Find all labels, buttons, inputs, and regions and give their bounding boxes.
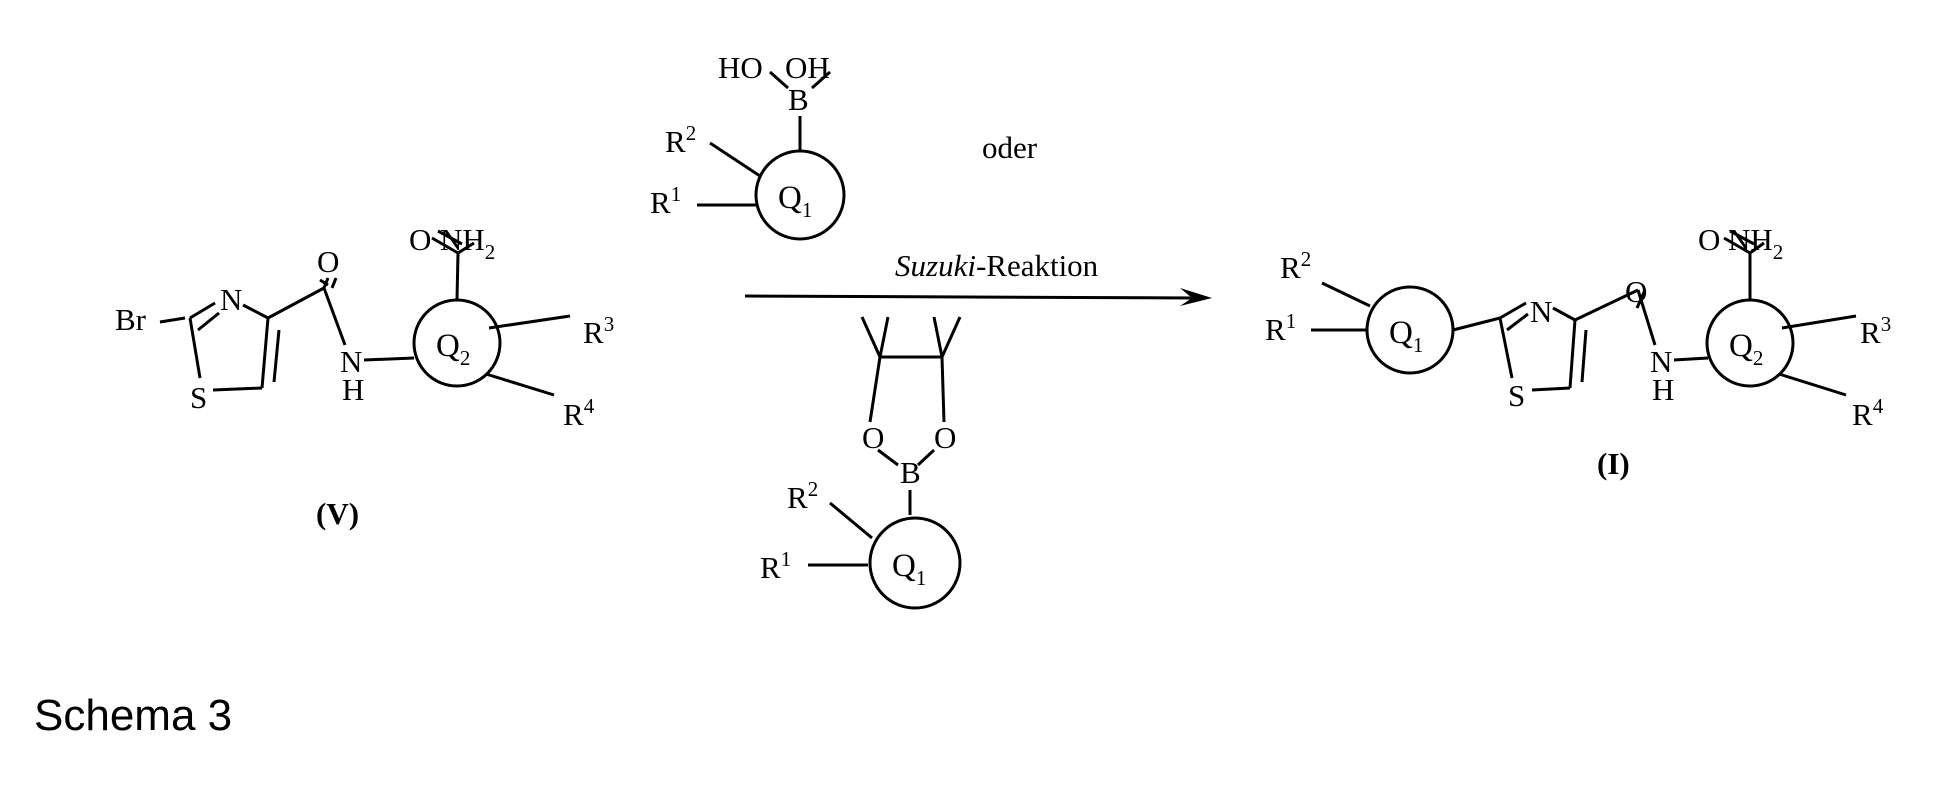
pinacol-oxygen-left: O <box>862 420 884 455</box>
boronic-acid-r2: R2 <box>665 121 696 159</box>
pinacol-boron: B <box>900 455 921 490</box>
boronic-acid-r1: R1 <box>650 182 681 220</box>
bromine-atom: Br <box>115 302 147 337</box>
pinacol-boronate-reagent: O O B R2 R1 Q1 <box>760 317 960 608</box>
product-amide-hydrogen: H <box>1652 372 1674 407</box>
product-r3: R3 <box>1860 312 1891 350</box>
reaction-name: Suzuki-Reaktion <box>895 248 1099 283</box>
boronic-acid-boron: B <box>788 82 809 117</box>
product-thiazole-sulfur: S <box>1508 378 1525 413</box>
scheme-caption: Schema 3 <box>34 691 232 740</box>
thiazole-nitrogen: N <box>220 282 242 317</box>
product-q1-label: Q1 <box>1389 315 1423 357</box>
q2-ring-label: Q2 <box>436 328 470 370</box>
boronic-acid-reagent: HO OH B R2 R1 Q1 <box>650 50 844 239</box>
carbonyl-oxygen: O <box>317 244 339 279</box>
carboxamide-oxygen: O <box>409 222 431 257</box>
compound-v-label: (V) <box>316 496 359 531</box>
reaction-arrow: Suzuki-Reaktion <box>745 248 1212 306</box>
thiazole-sulfur: S <box>190 380 207 415</box>
boronic-acid-q1-label: Q1 <box>778 180 812 222</box>
product-carboxamide-oxygen: O <box>1698 222 1720 257</box>
pinacol-q1-label: Q1 <box>892 548 926 590</box>
product-carboxamide-nh2: NH2 <box>1728 222 1783 264</box>
pinacol-r1: R1 <box>760 547 791 585</box>
product-r1: R1 <box>1265 309 1296 347</box>
amide-hydrogen: H <box>342 372 364 407</box>
pinacol-r2: R2 <box>787 477 818 515</box>
product-thiazole-nitrogen: N <box>1530 294 1552 329</box>
product-r2: R2 <box>1280 247 1311 285</box>
r4-substituent: R4 <box>563 394 595 432</box>
pinacol-oxygen-right: O <box>934 420 956 455</box>
boronic-acid-ho: HO <box>718 50 763 85</box>
r3-substituent: R3 <box>583 312 614 350</box>
compound-v-structure: Br N S O N H O NH2 R3 R4 Q2 <box>115 222 614 531</box>
product-q2-label: Q2 <box>1729 328 1763 370</box>
compound-i-label: (I) <box>1597 446 1630 481</box>
oder-label: oder <box>982 130 1038 165</box>
carboxamide-nh2: NH2 <box>440 222 495 264</box>
product-r4: R4 <box>1852 394 1884 432</box>
compound-i-structure: R2 R1 N S O N H O NH2 R3 R4 Q1 <box>1265 222 1891 481</box>
